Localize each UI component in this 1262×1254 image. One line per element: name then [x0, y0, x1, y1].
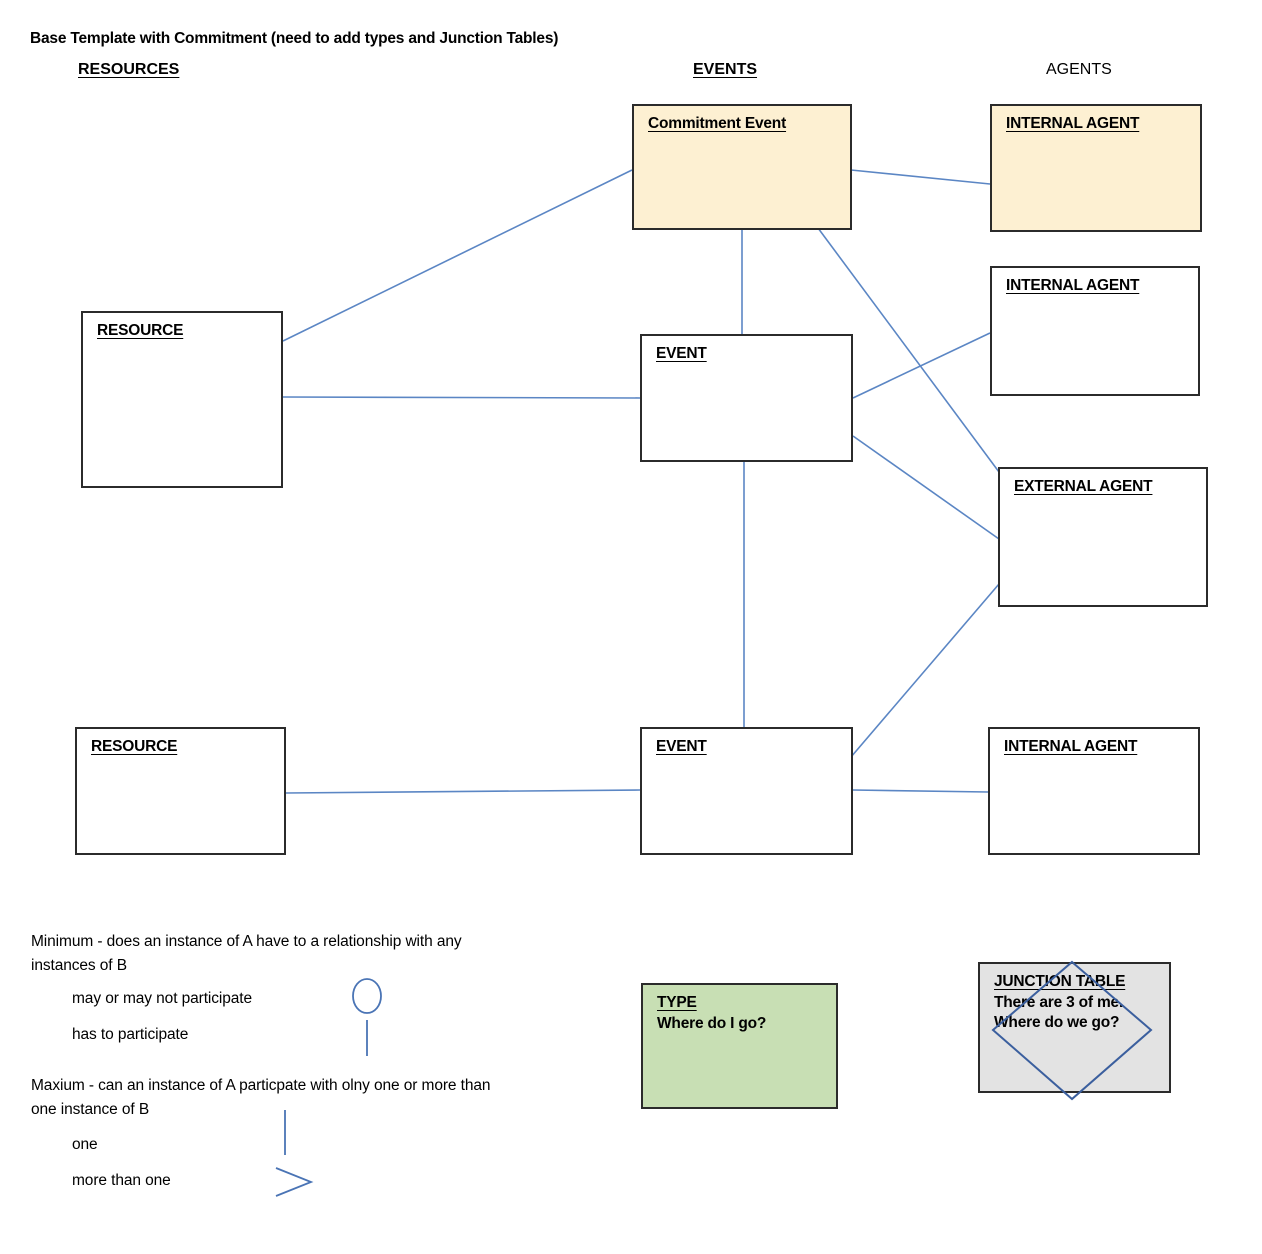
entity-internal-agent-3[interactable]: INTERNAL AGENT [988, 727, 1200, 855]
legend-minimum-heading: Minimum - does an instance of A have to … [31, 933, 462, 974]
entity-label: EVENT [656, 345, 707, 362]
legend-minimum-option-2: has to participate [72, 1026, 189, 1043]
entity-resource-2[interactable]: RESOURCE [75, 727, 286, 855]
entity-label: EVENT [656, 738, 707, 755]
legend-maximum-heading: Maxium - can an instance of A particpate… [31, 1077, 491, 1118]
connector-commitment-internalagent1 [850, 169, 991, 185]
column-header-agents: AGENTS [1046, 61, 1112, 78]
entity-label: EXTERNAL AGENT [1014, 478, 1153, 495]
junction-box-title: JUNCTION TABLE [994, 973, 1126, 990]
connector-eventbottom-internalagent3 [852, 789, 989, 793]
entity-label: RESOURCE [91, 738, 178, 755]
legend-maximum-option-1: one [72, 1136, 98, 1153]
symbol-crowsfoot [275, 1167, 314, 1197]
connector-resourcebottom-eventbottom [285, 789, 641, 794]
connector-event-internalagent2 [852, 332, 991, 399]
entity-resource-1[interactable]: RESOURCE [81, 311, 283, 488]
page-title: Base Template with Commitment (need to a… [30, 30, 559, 47]
entity-internal-agent-1[interactable]: INTERNAL AGENT [990, 104, 1202, 232]
entity-external-agent[interactable]: EXTERNAL AGENT [998, 467, 1208, 607]
entity-event-1[interactable]: EVENT [640, 334, 853, 462]
legend-maximum-option-2: more than one [72, 1172, 171, 1189]
entity-internal-agent-2[interactable]: INTERNAL AGENT [990, 266, 1200, 396]
junction-box-line-1: There are 3 of me. [994, 994, 1124, 1011]
type-box-title: TYPE [657, 994, 697, 1011]
connector-resource-event [282, 396, 641, 399]
legend-junction-table-box[interactable]: JUNCTION TABLE There are 3 of me. Where … [978, 962, 1171, 1093]
symbol-optional-circle [352, 978, 382, 1014]
type-box-question: Where do I go? [657, 1015, 767, 1032]
column-header-events: EVENTS [693, 61, 758, 78]
connector-eventbottom-externalagent [850, 583, 1000, 758]
junction-box-line-2: Where do we go? [994, 1014, 1120, 1031]
connector-resource-commitment [282, 169, 633, 342]
entity-label: Commitment Event [648, 115, 787, 132]
connector-event-externalagent [852, 435, 1000, 540]
legend-minimum-option-1: may or may not participate [72, 990, 253, 1007]
column-header-resources: RESOURCES [78, 61, 180, 78]
entity-label: RESOURCE [97, 322, 184, 339]
entity-label: INTERNAL AGENT [1006, 277, 1140, 294]
entity-commitment-event[interactable]: Commitment Event [632, 104, 852, 230]
legend-type-box[interactable]: TYPE Where do I go? [641, 983, 838, 1109]
entity-label: INTERNAL AGENT [1004, 738, 1138, 755]
entity-event-2[interactable]: EVENT [640, 727, 853, 855]
entity-label: INTERNAL AGENT [1006, 115, 1140, 132]
